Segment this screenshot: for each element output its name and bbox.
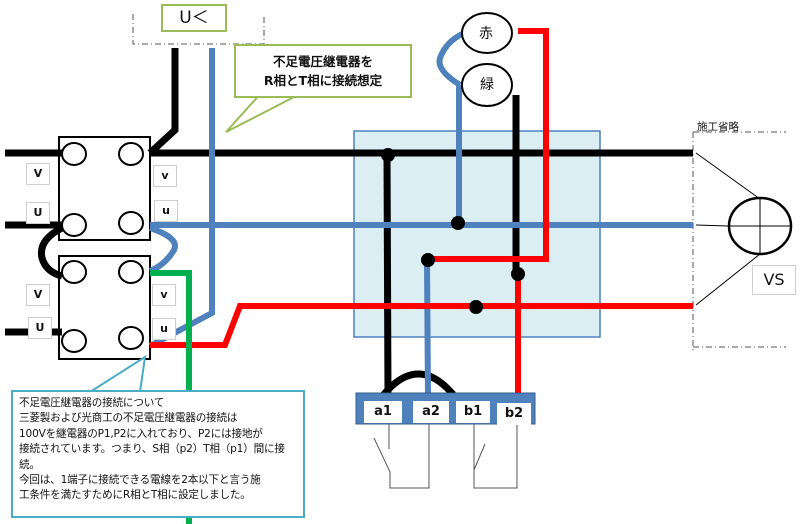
terminal-a1: a1	[364, 401, 402, 423]
junction-dot	[451, 216, 465, 230]
junction-dot	[511, 267, 525, 281]
wire-blue-lamp-loop	[436, 31, 464, 88]
relay-connection-callout: 不足電圧継電器を R相とT相に接続想定	[234, 44, 412, 98]
pt-terminal	[118, 326, 144, 350]
pt-label-lower-left-bottom: U	[28, 317, 52, 339]
vs-crosshair	[729, 198, 791, 254]
relay-note-callout: 不足電圧継電器の接続について 三菱製および光商工の不足電圧継電器の接続は 100…	[11, 390, 305, 518]
vs-line-s	[695, 224, 729, 227]
pt-label-upper-left-top: V	[26, 163, 50, 185]
pt-label-lower-right-bottom: u	[152, 318, 176, 340]
pt-label-upper-left-bottom: U	[26, 202, 50, 224]
pt-terminal	[118, 211, 144, 235]
note-line: 接続されています。つまり、S相（p2）T相（p1）間に接	[19, 443, 285, 456]
relay-enclosure-dashed	[132, 14, 265, 45]
omitted-label: 施工省略	[697, 121, 739, 133]
junction-dot	[421, 253, 435, 267]
pt-terminal	[61, 329, 87, 353]
pt-terminal	[118, 260, 144, 284]
terminal-a2: a2	[413, 401, 449, 423]
terminal-b2: b2	[497, 403, 531, 425]
note-line: 続。	[19, 458, 40, 471]
note-line: 今回は、1端子に接続できる電線を2本以下と言う施	[19, 474, 261, 487]
junction-dot	[381, 148, 395, 162]
wire-black-relay	[147, 48, 179, 156]
note-line: 不足電圧継電器の接続について	[19, 397, 165, 409]
vs-line-t	[695, 253, 761, 306]
pt-label-upper-right-bottom: u	[154, 200, 178, 222]
terminal-b1: b1	[456, 401, 490, 423]
lamp-red	[461, 12, 513, 54]
relay-callout-line1: 不足電圧継電器を	[272, 54, 373, 69]
note-callout-pointer	[89, 354, 147, 393]
relay-callout-pointer	[225, 91, 297, 133]
wire-black-pt-link	[37, 224, 64, 280]
vs-line-r	[695, 152, 761, 200]
pt-label-upper-right-top: v	[153, 165, 177, 187]
lamp-green-label: 緑	[480, 77, 494, 93]
wire-blue-pt-link	[148, 225, 178, 274]
relay-callout-line2: R相とT相に接続想定	[263, 73, 383, 88]
undervoltage-relay-symbol: U＜	[161, 4, 227, 32]
wire-red-lamp	[428, 28, 549, 262]
wire-black-a1-b1-arc	[378, 370, 459, 401]
pt-terminal	[61, 260, 87, 284]
wire-blue-to-a2	[424, 261, 431, 398]
contact-switches	[373, 424, 518, 489]
omitted-section-outline	[692, 131, 786, 350]
pt-terminal	[61, 213, 87, 237]
lamp-red-label: 赤	[479, 26, 493, 42]
pt-terminal	[118, 142, 144, 166]
note-line: 工条件を満たすためにR相とT相に設定しました。	[19, 489, 251, 502]
lamp-green	[461, 63, 513, 107]
pt-label-lower-right-top: v	[152, 284, 176, 306]
pt-terminal	[61, 142, 87, 166]
note-line: 100Vを継電器のP1,P2に入れており、P2には接地が	[19, 427, 263, 440]
note-line: 三菱製および光商工の不足電圧継電器の接続は	[19, 412, 238, 425]
pt-label-lower-left-top: V	[26, 284, 50, 306]
vs-label: VS	[752, 265, 796, 295]
wire-black-to-a1	[383, 154, 392, 398]
junction-dot	[469, 300, 483, 314]
